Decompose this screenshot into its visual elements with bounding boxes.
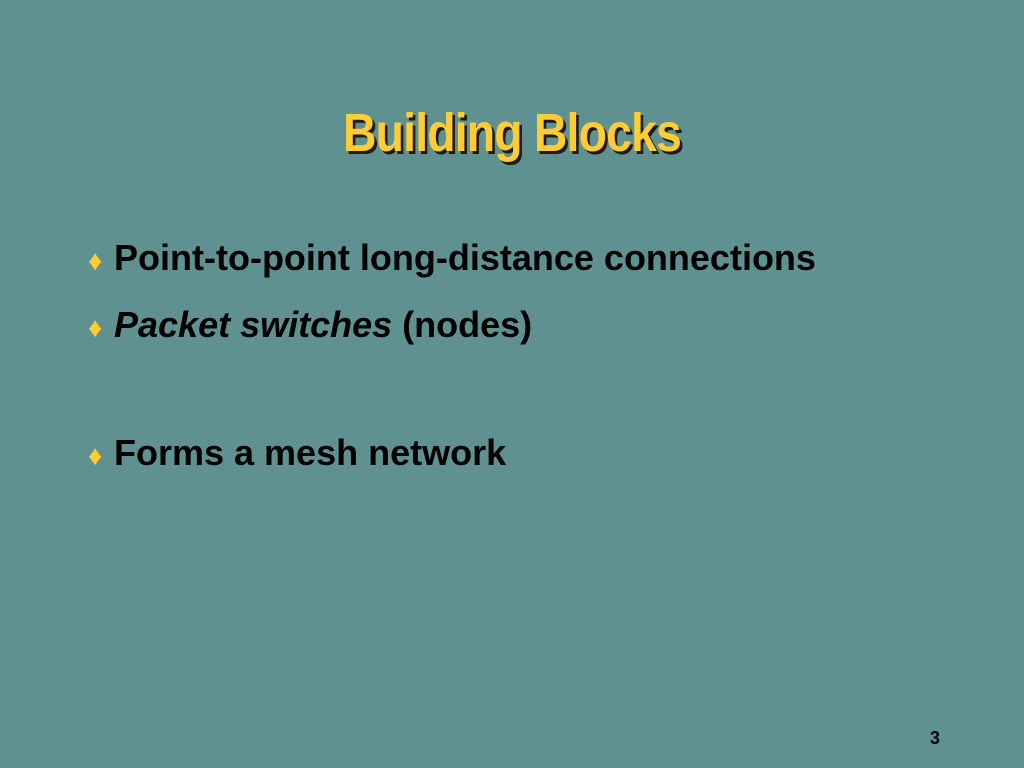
page-number: 3 (929, 728, 940, 748)
diamond-bullet-icon: ♦ (88, 312, 103, 343)
diamond-bullet-icon: ♦ (88, 245, 103, 276)
bullet-text: (nodes) (392, 304, 533, 345)
diamond-bullet-icon: ♦ (88, 440, 103, 471)
bullet-emphasis-text: Packet switches (114, 304, 393, 345)
bullet-item-packet-switches: ♦ Packet switches (nodes) (88, 303, 532, 350)
bullet-text: Point-to-point long-distance connections (114, 237, 816, 278)
bullet-text: Forms a mesh network (114, 432, 507, 473)
slide-title: Building Blocks (342, 103, 682, 163)
bullet-item-point-to-point: ♦ Point-to-point long-distance connectio… (88, 236, 816, 283)
bullet-item-mesh-network: ♦ Forms a mesh network (88, 431, 506, 478)
